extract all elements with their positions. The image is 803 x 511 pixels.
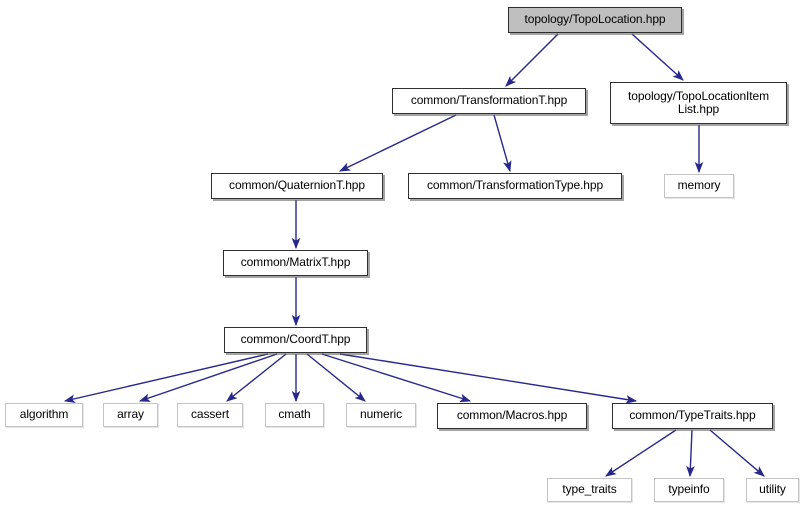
graph-node-topolocation[interactable]: topology/TopoLocation.hpp xyxy=(508,7,682,33)
graph-node-label: cmath xyxy=(278,407,311,422)
graph-edge-coordt-to-cassert xyxy=(226,353,287,402)
graph-node-label: topology/TopoLocationItem List.hpp xyxy=(628,88,769,116)
graph-edge-transformationt-to-transformationtype xyxy=(493,114,512,173)
graph-edge-coordt-to-algorithm xyxy=(63,353,269,403)
graph-edge-topolocation-to-transformationt xyxy=(505,33,559,87)
graph-node-transformationtype[interactable]: common/TransformationType.hpp xyxy=(408,173,622,199)
graph-node-label: utility xyxy=(759,482,786,497)
graph-node-label: common/CoordT.hpp xyxy=(240,332,351,347)
graph-node-label: common/MatrixT.hpp xyxy=(240,255,351,270)
graph-edge-coordt-to-array xyxy=(138,353,278,402)
graph-edge-transformationt-to-quaterniont xyxy=(338,114,457,172)
graph-node-utility[interactable]: utility xyxy=(746,478,799,502)
graph-node-label: type_traits xyxy=(562,482,617,497)
graph-node-memory[interactable]: memory xyxy=(664,174,734,198)
graph-node-typeinfo[interactable]: typeinfo xyxy=(654,478,724,502)
graph-node-label: algorithm xyxy=(19,407,69,422)
graph-node-label: common/TransformationType.hpp xyxy=(426,178,604,193)
graph-node-label: common/TransformationT.hpp xyxy=(410,93,568,108)
graph-node-type_traits[interactable]: type_traits xyxy=(547,478,632,502)
graph-edge-topolocation-to-topolocationitemlist xyxy=(631,33,684,81)
graph-node-cassert[interactable]: cassert xyxy=(177,403,243,427)
graph-node-algorithm[interactable]: algorithm xyxy=(5,403,83,427)
graph-node-cmath[interactable]: cmath xyxy=(265,403,324,427)
graph-node-label: array xyxy=(117,407,144,422)
graph-node-macros[interactable]: common/Macros.hpp xyxy=(437,403,587,429)
graph-node-label: common/QuaternionT.hpp xyxy=(229,178,365,193)
graph-edge-coordt-to-typetraits xyxy=(339,353,638,404)
graph-edge-typetraits-to-type_traits xyxy=(605,429,677,477)
graph-edge-coordt-to-numeric xyxy=(306,353,366,402)
graph-node-topolocationitemlist[interactable]: topology/TopoLocationItem List.hpp xyxy=(610,82,787,124)
graph-node-quaterniont[interactable]: common/QuaternionT.hpp xyxy=(211,173,383,199)
graph-node-label: numeric xyxy=(360,407,402,422)
graph-node-array[interactable]: array xyxy=(103,403,158,427)
graph-node-label: memory xyxy=(677,178,721,193)
graph-edge-coordt-to-macros xyxy=(321,353,472,403)
graph-node-matrixt[interactable]: common/MatrixT.hpp xyxy=(223,250,368,276)
graph-node-label: common/Macros.hpp xyxy=(456,408,568,423)
graph-node-label: typeinfo xyxy=(668,482,710,497)
graph-edge-typetraits-to-typeinfo xyxy=(686,429,695,478)
graph-node-typetraits[interactable]: common/TypeTraits.hpp xyxy=(612,403,773,429)
graph-node-label: common/TypeTraits.hpp xyxy=(629,408,756,423)
graph-node-label: topology/TopoLocation.hpp xyxy=(524,12,666,27)
graph-node-label: cassert xyxy=(191,407,229,422)
graph-node-transformationt[interactable]: common/TransformationT.hpp xyxy=(392,88,586,114)
graph-node-coordt[interactable]: common/CoordT.hpp xyxy=(224,327,367,353)
graph-node-numeric[interactable]: numeric xyxy=(346,403,416,427)
graph-edge-typetraits-to-utility xyxy=(709,429,765,477)
